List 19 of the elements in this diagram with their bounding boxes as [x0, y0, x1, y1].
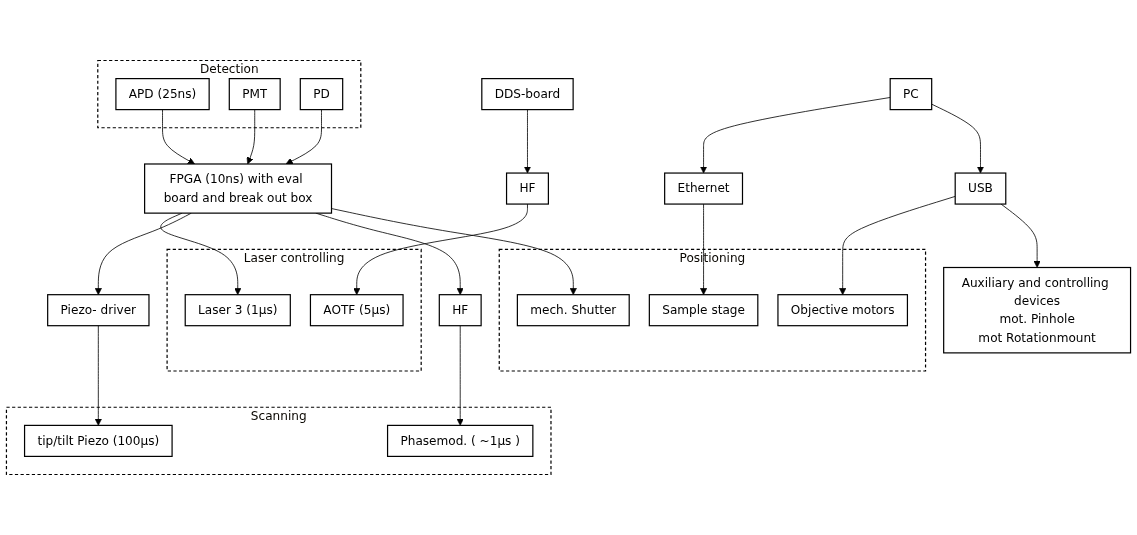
- node-box: Auxiliary and controlling devices mot. Pinhole mot Rotationmount: [943, 266, 1132, 354]
- node-box: Phasemod. ( ~1μs ): [386, 424, 534, 457]
- node-box: APD (25ns): [115, 78, 210, 111]
- node-box: Ethernet: [664, 172, 744, 205]
- node-box: FPGA (10ns) with eval board and break out box: [144, 163, 333, 214]
- node-box: Laser 3 (1μs): [184, 294, 291, 327]
- node-box: tip/tilt Piezo (100μs): [23, 424, 173, 457]
- node-box: USB: [954, 172, 1007, 205]
- node-box: HF: [438, 294, 482, 327]
- node-box: AOTF (5μs): [309, 294, 404, 327]
- node-box: Objective motors: [777, 294, 909, 327]
- node-box: PC: [889, 78, 933, 111]
- node-box: HF: [505, 172, 549, 205]
- node-box: mech. Shutter: [516, 294, 630, 327]
- node-box: DDS-board: [481, 78, 574, 111]
- node-box: PD: [299, 78, 344, 111]
- node-box: Piezo- driver: [47, 294, 150, 327]
- node-box: PMT: [228, 78, 281, 111]
- node-box: Sample stage: [648, 294, 759, 327]
